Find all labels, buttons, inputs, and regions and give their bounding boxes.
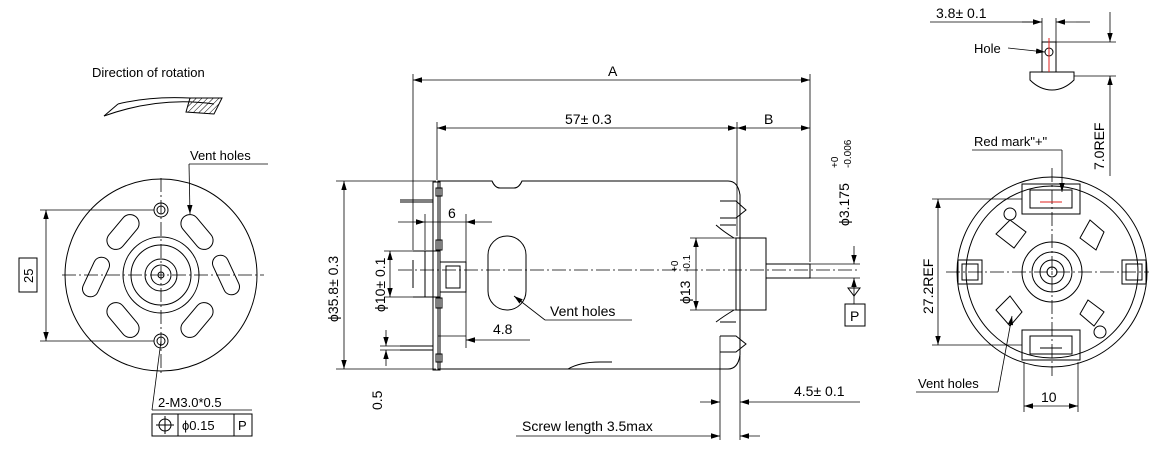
dim-terminal-span: 27.2REF (920, 259, 936, 314)
dim-front-boss-tol-up: +0 (670, 260, 681, 272)
tolerance-value: ϕ0.15 (182, 418, 215, 433)
dim-6: 6 (448, 205, 456, 221)
side-view: A 57± 0.3 B 6 4.8 0.5 ϕ35.8± 0.3 (325, 63, 866, 440)
terminal-detail: 3.8± 0.1 Hole 7.0REF (930, 5, 1116, 176)
dim-front-boss-tol-low: -0.1 (682, 254, 693, 272)
direction-label: Direction of rotation (92, 65, 205, 80)
tolerance-datum: P (238, 418, 247, 433)
dim-shaft-extension: 4.5± 0.1 (794, 383, 845, 399)
dim-A: A (608, 63, 618, 79)
front-vent-holes (995, 207, 1107, 339)
dim-terminal-height: 7.0REF (1091, 123, 1107, 170)
rear-end-view: Direction of rotation (18, 65, 268, 437)
dim-4-8: 4.8 (493, 321, 513, 337)
dim-length: 57± 0.3 (565, 111, 612, 127)
screw-length-label: Screw length 3.5max (522, 418, 653, 434)
m3-thread-label: 2-M3.0*0.5 (158, 395, 222, 410)
dim-0-5: 0.5 (369, 390, 385, 410)
vent-holes-label-right: Vent holes (918, 376, 979, 391)
dim-front-boss: ϕ13 (677, 280, 693, 304)
hole-label: Hole (974, 41, 1001, 56)
position-tolerance-frame: ϕ0.15 P (151, 413, 253, 437)
red-mark-label: Red mark"+" (974, 134, 1048, 149)
dim-B: B (764, 111, 773, 127)
position-symbol-icon (156, 416, 174, 434)
vent-holes-label-left: Vent holes (190, 148, 251, 163)
dim-shaft-tol-up: +0 (830, 156, 841, 168)
dim-body-diameter: ϕ35.8± 0.3 (325, 256, 341, 322)
dim-shaft-tol-low: -0.006 (843, 139, 854, 168)
bolt-spacing-dim: 25 (21, 269, 36, 283)
front-end-view: 3.8± 0.1 Hole 7.0REF Red mark"+" (916, 5, 1149, 412)
rotation-arrow-icon (103, 97, 223, 117)
datum-P: P (850, 308, 859, 324)
dim-terminal-spacing: 10 (1041, 389, 1057, 405)
dim-boss-diameter: ϕ10± 0.1 (372, 257, 388, 312)
rear-vent-slots (82, 214, 240, 338)
dim-shaft-diameter: ϕ3.175 (836, 183, 852, 226)
vent-holes-label-mid: Vent holes (550, 303, 615, 319)
dim-terminal-width: 3.8± 0.1 (936, 5, 987, 21)
